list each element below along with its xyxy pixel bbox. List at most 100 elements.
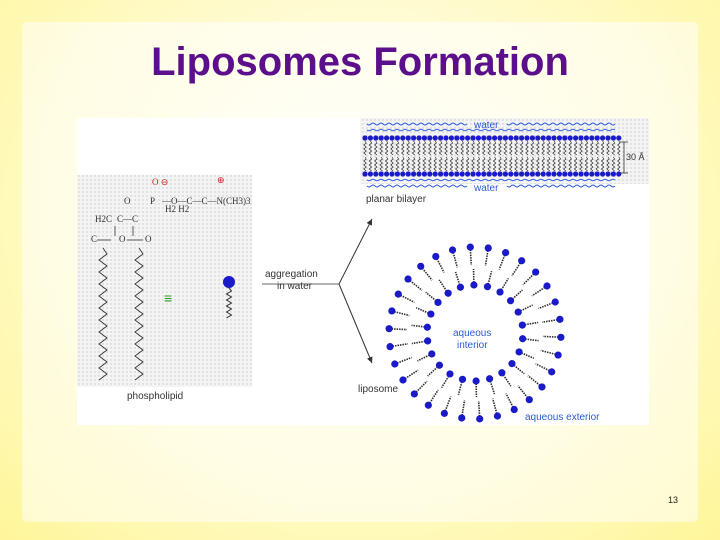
bilayer-head-bottom: [513, 171, 519, 177]
bilayer-head-top: [616, 135, 622, 141]
bilayer-tail: [465, 140, 470, 156]
bilayer-head-top: [470, 135, 476, 141]
bilayer-head-bottom: [475, 171, 481, 177]
bilayer-head-bottom: [443, 171, 449, 177]
bilayer-head-bottom: [432, 171, 438, 177]
bilayer-tail: [444, 156, 448, 172]
bilayer-head-top: [373, 135, 379, 141]
bilayer-tail: [406, 140, 410, 156]
bilayer-tail: [519, 156, 524, 172]
liposome-head: [508, 359, 516, 368]
bilayer-tail: [617, 156, 621, 172]
liposome-head: [510, 405, 518, 414]
bilayer-tail: [406, 156, 410, 172]
bilayer-tail: [471, 140, 475, 156]
liposome-head: [434, 298, 442, 307]
bilayer-head-top: [556, 135, 562, 141]
bilayer-tail: [455, 156, 459, 172]
bilayer-head-top: [367, 135, 373, 141]
bilayer-tail: [492, 156, 497, 172]
liposome-head: [543, 282, 551, 290]
bilayer-head-top: [492, 135, 498, 141]
liposome-head: [518, 257, 526, 265]
liposome-head: [493, 412, 502, 420]
bilayer-tail: [422, 140, 427, 156]
liposome-head: [472, 377, 480, 385]
aggregation-label-1: aggregation: [265, 269, 318, 280]
chem-o-right: O: [145, 234, 152, 244]
bilayer-tail: [368, 140, 373, 156]
bilayer-tail: [514, 156, 518, 172]
liposome-head: [410, 390, 418, 398]
liposome-diagram: O ⊖ ⊕ O P —O—C—C—N(CH3)3 H2 H2 H2C C—C O…: [77, 118, 649, 423]
liposome-head: [440, 409, 448, 417]
liposome-head: [484, 244, 492, 252]
bilayer-tail: [417, 140, 421, 156]
liposome-head: [525, 396, 533, 404]
bilayer-tail: [395, 140, 400, 156]
bilayer-tail: [374, 156, 378, 172]
bilayer-head-bottom: [556, 171, 562, 177]
bilayer-tail: [514, 140, 518, 156]
bilayer-tail: [546, 156, 551, 172]
bilayer-tail: [368, 156, 373, 172]
bilayer-head-top: [508, 135, 514, 141]
liposome-head: [532, 268, 540, 276]
bilayer-tail: [600, 156, 605, 172]
bilayer-tail: [557, 140, 562, 156]
bilayer-head-top: [594, 135, 600, 141]
chem-o-left: O: [119, 234, 126, 244]
bilayer-head-top: [546, 135, 552, 141]
bilayer-head-top: [589, 135, 595, 141]
water-bottom-label: water: [473, 183, 499, 194]
bilayer-head-top: [567, 135, 573, 141]
chem-h2: H2 H2: [165, 204, 189, 214]
phospholipid-structure: O ⊖ ⊕ O P —O—C—C—N(CH3)3 H2 H2 H2C C—C O…: [91, 175, 251, 244]
bilayer-head-bottom: [438, 171, 444, 177]
bilayer-head-top: [448, 135, 454, 141]
bilayer-head-top: [432, 135, 438, 141]
bilayer-tail: [363, 140, 367, 156]
bilayer-tail: [460, 140, 464, 156]
bilayer-head-top: [384, 135, 390, 141]
bilayer-tail: [536, 140, 540, 156]
bilayer-head-top: [497, 135, 503, 141]
liposome-head: [448, 246, 457, 254]
bilayer-head-top: [411, 135, 417, 141]
bilayer-head-top: [443, 135, 449, 141]
liposome-head: [404, 275, 412, 283]
bilayer-head-top: [486, 135, 492, 141]
liposome-head: [466, 243, 474, 251]
liposome-head: [427, 310, 435, 318]
bilayer-tail: [395, 156, 400, 172]
liposome-head: [458, 414, 466, 422]
liposome-head: [444, 289, 452, 297]
bilayer-head-bottom: [362, 171, 368, 177]
liposome-head: [514, 308, 522, 316]
planar-bilayer-label: planar bilayer: [366, 194, 427, 205]
bilayer-head-bottom: [497, 171, 503, 177]
lipid-head-icon: [223, 276, 235, 288]
bilayer-head-bottom: [535, 171, 541, 177]
bilayer-head-top: [535, 135, 541, 141]
bilayer-tail: [482, 156, 486, 172]
liposome-figure: O ⊖ ⊕ O P —O—C—C—N(CH3)3 H2 H2 H2C C—C O…: [77, 118, 649, 425]
bilayer-head-bottom: [486, 171, 492, 177]
bilayer-tail: [606, 140, 610, 156]
bilayer-tail: [590, 140, 594, 156]
liposome-head: [446, 370, 454, 378]
bilayer-tail: [482, 140, 486, 156]
bilayer-tail: [552, 140, 556, 156]
bilayer-head-bottom: [411, 171, 417, 177]
bilayer-head-bottom: [367, 171, 373, 177]
bilayer-head-bottom: [551, 171, 557, 177]
bilayer-head-bottom: [589, 171, 595, 177]
bilayer-tail: [595, 140, 599, 156]
liposome-head: [391, 360, 399, 368]
bilayer-head-top: [540, 135, 546, 141]
bilayer-head-bottom: [394, 171, 400, 177]
chem-plus: ⊕: [217, 175, 225, 185]
fatty-acid-tail-2: [134, 247, 144, 381]
bilayer-head-bottom: [583, 171, 589, 177]
chem-c-left: C: [91, 234, 97, 244]
